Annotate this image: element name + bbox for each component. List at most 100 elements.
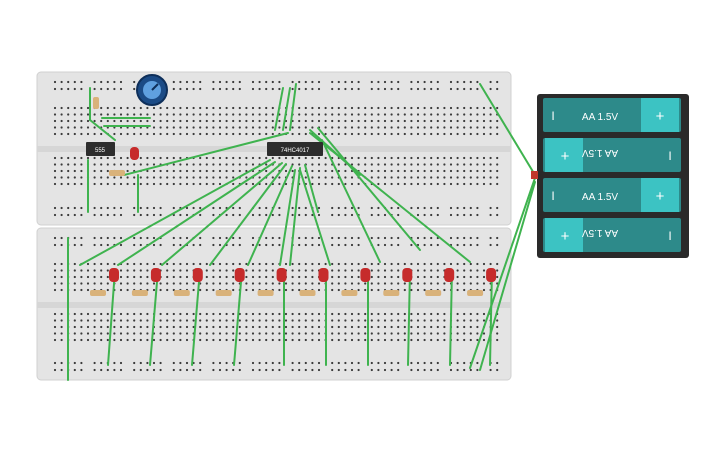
breadboard-hole [476, 368, 479, 372]
resistor-icon[interactable] [425, 290, 442, 296]
breadboard-hole [205, 312, 208, 316]
wire[interactable] [117, 161, 276, 266]
battery-cell[interactable]: AA 1.5V+I [543, 98, 681, 132]
potentiometer-icon[interactable] [136, 74, 168, 106]
breadboard-hole [324, 113, 327, 116]
led-icon[interactable] [402, 268, 413, 282]
breadboard-hole [416, 213, 420, 217]
led-icon[interactable] [276, 268, 287, 282]
breadboard-hole [476, 163, 479, 166]
led-icon[interactable] [360, 268, 371, 282]
wire[interactable] [107, 269, 116, 366]
breadboard-hole [350, 132, 354, 136]
breadboard-hole [166, 288, 169, 292]
breadboard-hole [265, 312, 268, 316]
wire[interactable] [79, 159, 271, 266]
wire[interactable] [123, 132, 289, 176]
breadboard-hole [311, 176, 314, 179]
wire[interactable] [282, 87, 291, 131]
led-icon[interactable] [192, 268, 203, 282]
led-icon[interactable] [109, 268, 119, 282]
wire[interactable] [161, 162, 283, 266]
wire[interactable] [299, 169, 331, 266]
breadboard-hole [278, 319, 281, 322]
wire[interactable] [479, 83, 536, 176]
wire[interactable] [469, 177, 536, 369]
breadboard-hole [416, 312, 420, 316]
breadboard-hole [199, 126, 202, 129]
breadboard-hole [304, 126, 307, 129]
led-icon[interactable] [444, 268, 455, 282]
breadboard-hole [496, 332, 499, 335]
resistor-icon[interactable] [90, 290, 106, 296]
breadboard-hole [383, 169, 387, 173]
breadboard-hole [232, 126, 235, 129]
led-icon[interactable] [486, 268, 497, 282]
resistor-icon[interactable] [93, 97, 125, 176]
battery-cell[interactable]: AA 1.5V+I [543, 138, 681, 172]
resistor-icon[interactable] [383, 290, 400, 296]
breadboard-hole [350, 262, 354, 266]
wire[interactable] [247, 165, 293, 266]
breadboard-hole [390, 275, 393, 279]
resistor-icon[interactable] [257, 290, 274, 296]
breadboard-hole [443, 163, 446, 166]
wire[interactable] [274, 87, 284, 131]
breadboard-hole [60, 312, 63, 316]
breadboard-hole [469, 368, 472, 372]
counter-chip[interactable]: 74HC4017 [267, 142, 323, 156]
breadboard-hole [251, 275, 255, 279]
breadboard-hole [179, 319, 182, 322]
battery-plus-sign: + [561, 228, 570, 245]
breadboard-hole [172, 206, 175, 210]
breadboard-hole [331, 319, 334, 322]
breadboard-hole [258, 206, 261, 210]
wire[interactable] [289, 167, 301, 266]
led-icon[interactable] [150, 268, 161, 282]
battery-cell[interactable]: AA 1.5V+I [543, 218, 681, 252]
breadboard-hole [403, 163, 406, 166]
wire[interactable] [209, 163, 287, 266]
battery-holder[interactable]: AA 1.5V+I AA 1.5V+I AA 1.5V+I AA 1.5V+I [531, 94, 689, 258]
breadboard-hole [73, 182, 76, 186]
wire[interactable] [89, 119, 116, 141]
resistor-icon[interactable] [131, 290, 148, 296]
timer-chip[interactable]: 555 [86, 142, 115, 156]
breadboard-hole [60, 213, 63, 217]
led-icon[interactable] [318, 268, 329, 282]
resistor-icon[interactable] [467, 290, 484, 296]
breadboard-hole [449, 156, 453, 160]
breadboard-hole [430, 169, 433, 173]
wire[interactable] [309, 132, 471, 263]
breadboard-hole [298, 80, 301, 84]
resistor-icon[interactable] [299, 290, 316, 296]
wire[interactable] [479, 181, 536, 371]
wire[interactable] [321, 139, 381, 263]
breadboard-hole [251, 163, 255, 166]
breadboard-hole [60, 113, 63, 116]
wire[interactable] [149, 269, 159, 366]
breadboard-hole [225, 169, 228, 173]
wire[interactable] [279, 169, 296, 266]
battery-cell[interactable]: AA 1.5V+I [543, 178, 681, 212]
breadboard-hole [172, 243, 175, 247]
led-icon[interactable] [234, 268, 245, 282]
led-icon[interactable] [130, 147, 139, 160]
wire[interactable] [489, 269, 493, 366]
breadboard-hole [133, 312, 136, 316]
breadboard-hole [100, 206, 103, 210]
wire[interactable] [289, 83, 297, 131]
breadboard-hole [212, 119, 215, 123]
wire[interactable] [233, 269, 243, 366]
bottom-resistor-row [90, 290, 484, 296]
wire[interactable] [191, 269, 201, 366]
breadboard-hole [73, 325, 76, 329]
resistor-icon[interactable] [341, 290, 358, 296]
resistor-icon[interactable] [173, 290, 190, 296]
wire[interactable] [407, 269, 411, 366]
wire[interactable] [317, 127, 421, 251]
wire[interactable] [304, 164, 319, 213]
resistor-icon[interactable] [215, 290, 232, 296]
breadboard-hole [172, 288, 175, 292]
wire[interactable] [449, 269, 453, 366]
